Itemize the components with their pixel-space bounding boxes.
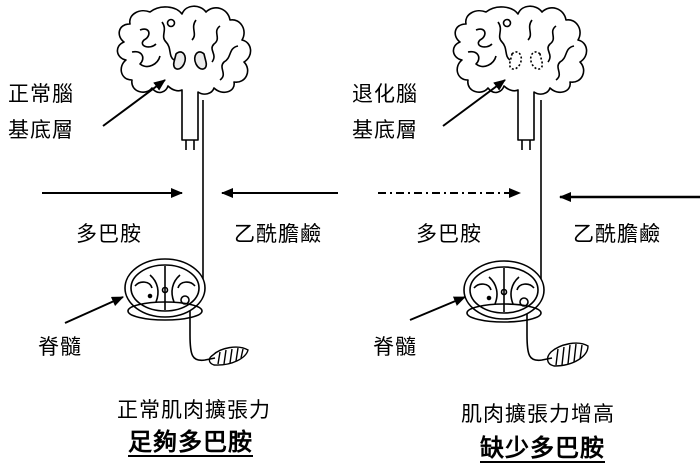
right-brain-label-line1: 退化腦 <box>352 82 418 106</box>
left-nerve-pathway <box>190 100 215 360</box>
left-acetylcholine-label: 乙酰膽鹼 <box>234 222 322 246</box>
left-caption: 正常肌肉擴張力 <box>96 398 292 422</box>
left-brain-label-line2: 基底層 <box>8 118 74 142</box>
right-title: 缺少多巴胺 <box>480 434 605 462</box>
left-brain-illustration <box>117 6 250 150</box>
left-brain-label-line1: 正常腦 <box>8 82 74 106</box>
right-brain-pointer-arrow <box>443 80 505 126</box>
left-spinal-pointer-arrow <box>65 297 123 323</box>
left-title: 足夠多巴胺 <box>128 428 253 456</box>
right-caption: 肌肉擴張力增高 <box>440 402 636 426</box>
left-brain-pointer-arrow <box>103 80 165 126</box>
right-spinal-cord <box>464 261 544 322</box>
right-brain-label-line2: 基底層 <box>352 118 418 142</box>
right-spinal-cord-label: 脊髓 <box>373 335 417 359</box>
right-muscle <box>548 343 588 366</box>
right-acetylcholine-label: 乙酰膽鹼 <box>573 222 661 246</box>
right-nerve-pathway <box>527 100 552 360</box>
left-spinal-cord <box>125 259 205 320</box>
right-dopamine-label: 多巴胺 <box>416 222 482 246</box>
left-spinal-cord-label: 脊髓 <box>38 335 82 359</box>
left-muscle <box>209 347 248 365</box>
right-brain-illustration <box>453 6 586 150</box>
left-dopamine-label: 多巴胺 <box>76 222 142 246</box>
right-spinal-pointer-arrow <box>410 297 465 320</box>
